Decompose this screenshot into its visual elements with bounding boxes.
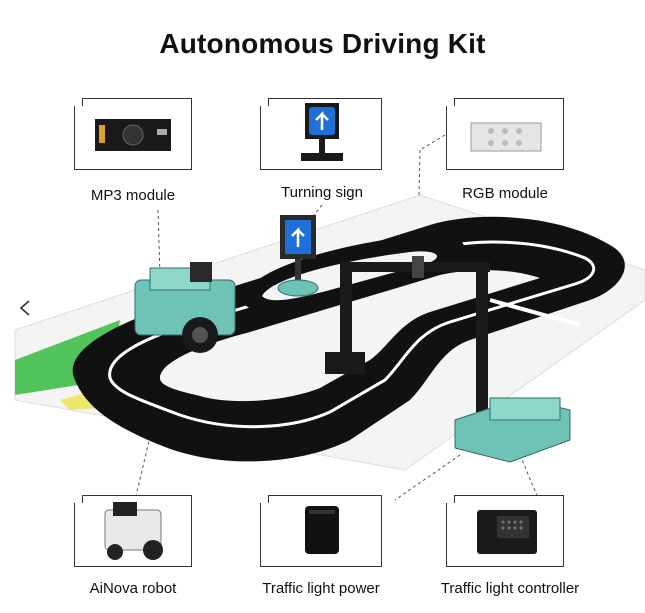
robot-on-track (134, 262, 236, 353)
ainova-robot-label: AiNova robot (89, 580, 177, 597)
turning-sign-label: Turning sign (281, 184, 363, 201)
prev-slide-button[interactable] (18, 299, 32, 317)
mp3-module-image (95, 119, 171, 151)
turning-sign-on-track (277, 215, 319, 297)
controller-image (477, 510, 537, 554)
power-adapter-image (305, 506, 339, 554)
turning-sign-image (301, 103, 343, 161)
traffic-light-controller-card (446, 495, 564, 567)
mp3-module-label: MP3 module (90, 187, 176, 204)
ainova-robot-image (104, 502, 163, 560)
traffic-gantry (325, 256, 490, 412)
traffic-light-power-label: Traffic light power (262, 580, 380, 597)
traffic-light-controller-label: Traffic light controller (440, 580, 580, 597)
traffic-light-power-card (260, 495, 382, 567)
page-title: Autonomous Driving Kit (159, 28, 486, 59)
mp3-module-card (74, 98, 192, 170)
rgb-module-card (446, 98, 564, 170)
chevron-left-icon (19, 300, 30, 316)
turning-sign-card (260, 98, 382, 170)
rgb-module-label: RGB module (462, 185, 548, 202)
ainova-robot-card (74, 495, 192, 567)
rgb-module-image (470, 122, 542, 152)
controller-on-track (454, 397, 571, 463)
